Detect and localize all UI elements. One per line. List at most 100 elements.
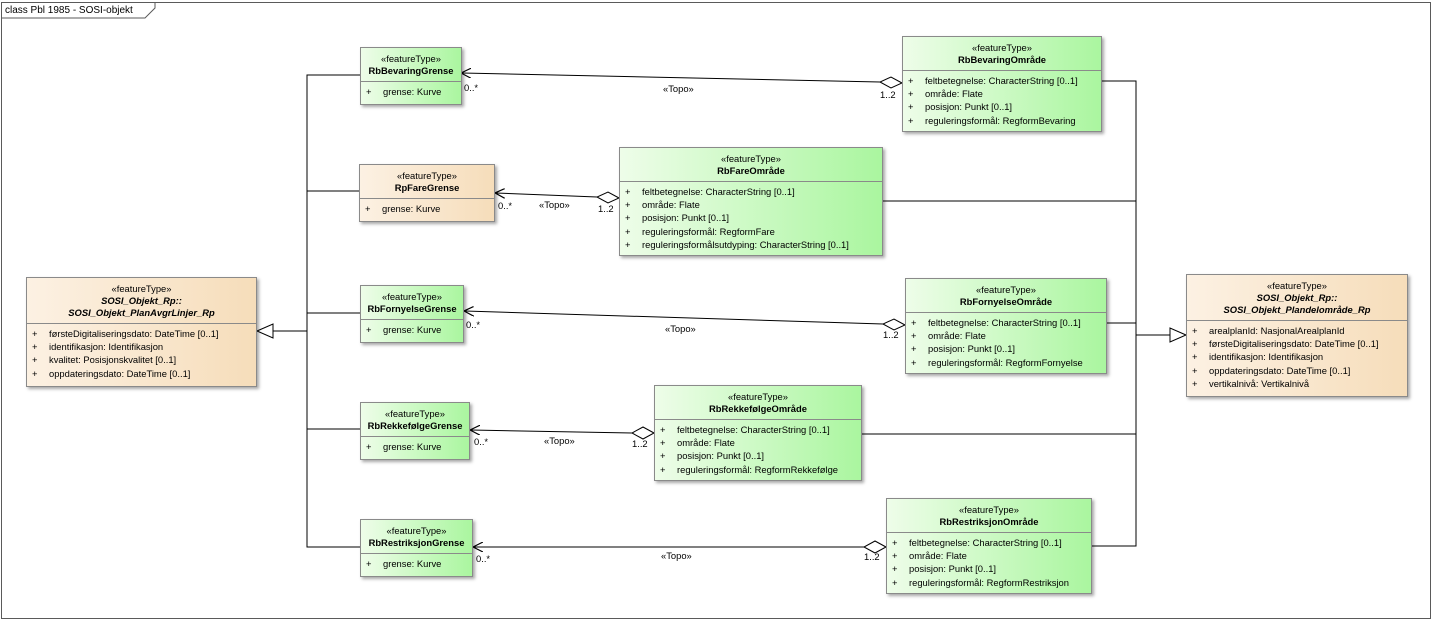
visibility-marker: + (32, 341, 38, 353)
stereotype-label: «featureType» (382, 291, 442, 302)
attribute: + reguleringsformål: RegformRestriksjon (892, 576, 1087, 589)
attribute: +reguleringsformål: RegformFare (625, 225, 878, 238)
stereotype-label: «featureType» (1267, 280, 1327, 291)
attribute: +område: Flate (892, 549, 1087, 562)
attribute-text: grense: Kurve (382, 203, 441, 214)
class-sosi-objekt-plandelomrade[interactable]: «featureType» SOSI_Objekt_Rp:: SOSI_Obje… (1186, 274, 1408, 397)
attribute-list: +feltbetegnelse: CharacterString [0..1] … (887, 533, 1091, 592)
class-name: SOSI_Objekt_PlanAvgrLinjer_Rp (68, 307, 215, 318)
attribute-list: +feltbetegnelse: CharacterString [0..1] … (620, 182, 882, 254)
class-name: RbFornyelseGrense (367, 303, 457, 314)
stereotype-label: «featureType» (728, 391, 788, 402)
class-name: RbRekkefølgeGrense (367, 420, 463, 431)
attribute-text: kvalitet: Posisjonskvalitet [0..1] (49, 354, 177, 366)
package-qualifier: SOSI_Objekt_Rp:: (101, 295, 182, 306)
attribute-text: vertikalnivå: Vertikalnivå (1209, 377, 1310, 389)
visibility-marker: + (366, 86, 372, 97)
topo-label: «Topo» (544, 435, 575, 446)
class-header: «featureType» RbRekkefølgeGrense (361, 403, 469, 437)
attribute: +reguleringsformålsutdyping: CharacterSt… (625, 238, 878, 251)
class-rbfornyelseomrade[interactable]: «featureType» RbFornyelseOmråde +feltbet… (905, 278, 1107, 374)
class-name: SOSI_Objekt_Plandelområde_Rp (1223, 304, 1371, 315)
package-qualifier: SOSI_Objekt_Rp:: (1256, 292, 1338, 303)
stereotype-label: «featureType» (397, 170, 457, 181)
attribute-list: +grense: Kurve (360, 199, 494, 218)
attribute: +førsteDigitaliseringsdato: DateTime [0.… (32, 327, 252, 340)
topo-label: «Topo» (539, 199, 570, 210)
multiplicity-label: 1..2 (598, 203, 614, 214)
attribute: +grense: Kurve (366, 85, 457, 98)
attribute-text: posisjon: Punkt [0..1] (928, 343, 1016, 355)
stereotype-label: «featureType» (386, 525, 447, 536)
attribute-list: +feltbetegnelse: CharacterString [0..1] … (655, 420, 861, 479)
class-rbbevaringomrade[interactable]: «featureType» RbBevaringOmråde +feltbete… (902, 36, 1102, 132)
visibility-marker: + (1192, 338, 1198, 350)
visibility-marker: + (660, 463, 666, 475)
attribute-text: posisjon: Punkt [0..1] (677, 450, 765, 462)
attribute-list: +førsteDigitaliseringsdato: DateTime [0.… (27, 324, 256, 383)
attribute-text: område: Flate (928, 330, 986, 342)
visibility-marker: + (892, 563, 898, 575)
class-rpfaregrense[interactable]: «featureType» RpFareGrense +grense: Kurv… (359, 164, 495, 222)
class-header: «featureType» RbFornyelseGrense (361, 286, 463, 320)
attribute-text: feltbetegnelse: CharacterString [0..1] (925, 75, 1078, 86)
visibility-marker: + (1192, 351, 1198, 363)
attribute-list: +grense: Kurve (361, 554, 472, 573)
visibility-marker: + (892, 576, 898, 588)
attribute: +område: Flate (625, 198, 878, 211)
attribute: +område: Flate (660, 436, 857, 449)
attribute-text: feltbetegnelse: CharacterString [0..1] (677, 424, 830, 435)
attribute: + førsteDigitaliseringsdato: DateTime [0.… (1192, 337, 1403, 350)
attribute-text: grense: Kurve (383, 441, 442, 452)
class-header: «featureType» RbRekkefølgeOmråde (655, 386, 861, 420)
stereotype-label: «featureType» (381, 53, 441, 64)
class-sosi-objekt-planavgrlinjer[interactable]: «featureType» SOSI_Objekt_Rp:: SOSI_Obje… (26, 277, 257, 387)
stereotype-label: «featureType» (959, 504, 1019, 515)
attribute: +identifikasjon: Identifikasjon (1192, 350, 1403, 363)
attribute-text: reguleringsformål: RegformBevaring (925, 114, 1076, 126)
class-rbfareomrade[interactable]: «featureType» RbFareOmråde +feltbetegnel… (619, 147, 883, 256)
attribute-text: oppdateringsdato: DateTime [0..1] (49, 367, 191, 379)
attribute: +posisjon: Punkt [0..1] (660, 449, 857, 462)
class-rbrekkefolgeomrade[interactable]: «featureType» RbRekkefølgeOmråde + feltbe… (654, 385, 862, 481)
attribute-list: +feltbetegnelse: CharacterString [0..1] … (903, 71, 1101, 130)
visibility-marker: + (625, 238, 631, 250)
class-name: RbRekkefølgeOmråde (709, 403, 807, 414)
visibility-marker: + (366, 324, 372, 335)
visibility-marker: + (892, 537, 898, 548)
class-name: RbFareOmråde (717, 165, 785, 176)
attribute-text: posisjon: Punkt [0..1] (909, 563, 997, 575)
attribute: +grense: Kurve (365, 202, 490, 215)
class-rbfornyelsegrense[interactable]: «featureType» RbFornyelseGrense +grense:… (360, 285, 464, 343)
class-rbrestriksjonomrade[interactable]: «featureType» RbRestriksjonOmråde +feltb… (886, 498, 1092, 594)
attribute-text: reguleringsformål: RegformRekkefølge (677, 463, 839, 475)
multiplicity-label: 1..2 (880, 89, 896, 100)
visibility-marker: + (911, 330, 917, 342)
class-header: «featureType» SOSI_Objekt_Rp:: SOSI_Obje… (27, 278, 256, 324)
attribute: +posisjon: Punkt [0..1] (908, 100, 1097, 113)
attribute-list: +grense: Kurve (361, 82, 461, 101)
attribute-text: reguleringsformål: RegformRestriksjon (909, 576, 1069, 588)
visibility-marker: + (32, 354, 38, 366)
attribute: +oppdateringsdato: DateTime [0..1] (1192, 364, 1403, 377)
generalization-left (255, 74, 361, 548)
attribute-list: +grense: Kurve (361, 320, 463, 339)
class-header: «featureType» RbFareOmråde (620, 148, 882, 182)
class-name: RbRestriksjonOmråde (939, 516, 1039, 527)
class-rbrestriksjongrense[interactable]: «featureType» RbRestriksjonGrense +grens… (360, 519, 473, 577)
attribute-text: førsteDigitaliseringsdato: DateTime [0..… (1209, 338, 1379, 350)
visibility-marker: + (366, 558, 372, 569)
attribute: + posisjon: Punkt [0..1] (892, 562, 1087, 575)
attribute: + feltbetegnelse: CharacterString [0..1] (908, 74, 1097, 87)
visibility-marker: + (660, 437, 666, 449)
topo-label: «Topo» (665, 323, 696, 334)
visibility-marker: + (908, 101, 914, 113)
visibility-marker: + (908, 75, 914, 86)
visibility-marker: + (911, 356, 917, 368)
attribute-list: +feltbetegnelse: CharacterString [0..1] … (906, 313, 1106, 372)
attribute: +posisjon: Punkt [0..1] (625, 211, 878, 224)
class-rbrekkefolgegrense[interactable]: «featureType» RbRekkefølgeGrense +grense… (360, 402, 470, 460)
class-rbbevaringgrense[interactable]: «featureType» RbBevaringGrense +grense: … (360, 47, 462, 105)
